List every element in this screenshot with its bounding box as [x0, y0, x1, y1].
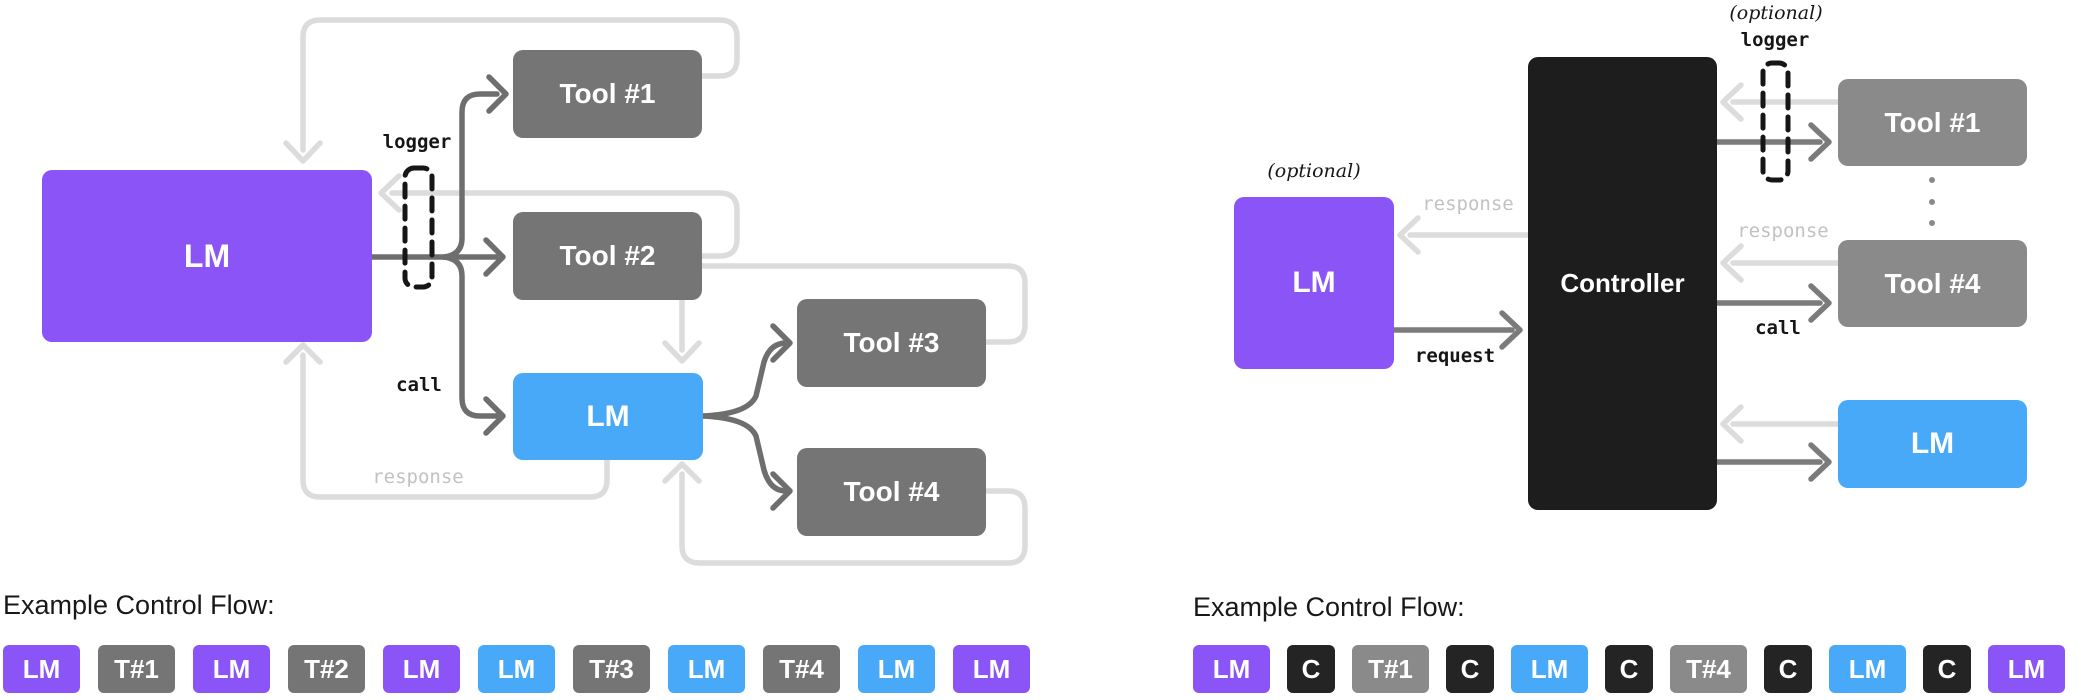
flow-badge-c: C — [1764, 645, 1812, 693]
edge-response-lm2-to-controller — [1720, 404, 1841, 444]
edge-response-lm2-to-lm — [283, 342, 610, 500]
flow-badge-t1: T#1 — [98, 645, 175, 693]
response-tools-label: response — [1737, 220, 1829, 242]
lm-main-box-right: LM — [1234, 197, 1394, 369]
logger-label-right: logger — [1740, 29, 1810, 51]
response-label: response — [372, 466, 464, 488]
flow-badge-lm: LM — [193, 645, 270, 693]
edge-response-controller-to-lm — [1397, 215, 1531, 255]
flow-badge-lm: LM — [1193, 645, 1270, 693]
controller-box: Controller — [1528, 57, 1717, 510]
response-lm-label: response — [1422, 193, 1514, 215]
logger-dashed-box-right — [1760, 60, 1791, 183]
flow-badge-lm: LM — [478, 645, 555, 693]
flow-title-left: Example Control Flow: — [3, 590, 275, 620]
flow-badge-t3: T#3 — [573, 645, 650, 693]
tool3-box: Tool #3 — [797, 299, 986, 387]
edge-call-controller-to-lm2 — [1714, 442, 1832, 482]
flow-title-right: Example Control Flow: — [1193, 592, 1465, 622]
call-label: call — [396, 374, 442, 396]
edge-response-tool1-to-lm — [283, 17, 740, 164]
edge-response-tool2-to-lm — [378, 173, 740, 259]
flow-badge-t4: T#4 — [1670, 645, 1747, 693]
lm-sub-box-right: LM — [1838, 400, 2027, 488]
flow-badge-lm: LM — [858, 645, 935, 693]
edge-response-tool4-to-lm2 — [662, 461, 1028, 566]
flow-badge-lm: LM — [1988, 645, 2065, 693]
flow-row-right: LM C T#1 C LM C T#4 C LM C LM — [1193, 645, 2081, 693]
edge-call-controller-to-tool1 — [1714, 122, 1832, 162]
flow-badge-lm: LM — [383, 645, 460, 693]
logger-label: logger — [382, 131, 452, 153]
edge-response-tool1-to-controller — [1720, 82, 1841, 122]
tool1-box: Tool #1 — [513, 50, 702, 138]
tools-ellipsis — [1929, 177, 1935, 226]
tool2-box: Tool #2 — [513, 212, 702, 300]
optional-lm-label: (optional) — [1267, 160, 1361, 182]
tool1-box-right: Tool #1 — [1838, 79, 2027, 166]
edge-call-lm-branch — [369, 74, 509, 436]
lm-sub-box: LM — [513, 373, 703, 460]
flow-row-left: LM T#1 LM T#2 LM LM T#3 LM T#4 LM LM — [3, 645, 1048, 693]
tool4-box: Tool #4 — [797, 448, 986, 536]
flow-badge-t2: T#2 — [288, 645, 365, 693]
right-diagram-edges — [1391, 60, 1935, 482]
flow-badge-c: C — [1446, 645, 1494, 693]
flow-badge-lm: LM — [953, 645, 1030, 693]
request-label: request — [1414, 345, 1496, 367]
flow-badge-c: C — [1605, 645, 1653, 693]
tool4-box-right: Tool #4 — [1838, 240, 2027, 327]
optional-logger-label: (optional) — [1729, 2, 1823, 24]
edge-response-tool4-to-controller — [1720, 243, 1841, 283]
edge-call-lm2-branch — [700, 323, 793, 511]
logger-dashed-box — [402, 165, 435, 290]
flow-badge-c: C — [1287, 645, 1335, 693]
flow-badge-lm: LM — [1829, 645, 1906, 693]
flow-badge-t1: T#1 — [1352, 645, 1429, 693]
edge-call-controller-to-tool4 — [1714, 283, 1832, 323]
flow-badge-lm: LM — [1511, 645, 1588, 693]
left-diagram-edges — [283, 17, 1028, 566]
lm-main-box: LM — [42, 170, 372, 342]
flow-badge-t4: T#4 — [763, 645, 840, 693]
call-label-right: call — [1755, 317, 1801, 339]
flow-badge-c: C — [1923, 645, 1971, 693]
flow-badge-lm: LM — [3, 645, 80, 693]
flow-badge-lm: LM — [668, 645, 745, 693]
edge-request-lm-to-controller — [1391, 310, 1523, 350]
